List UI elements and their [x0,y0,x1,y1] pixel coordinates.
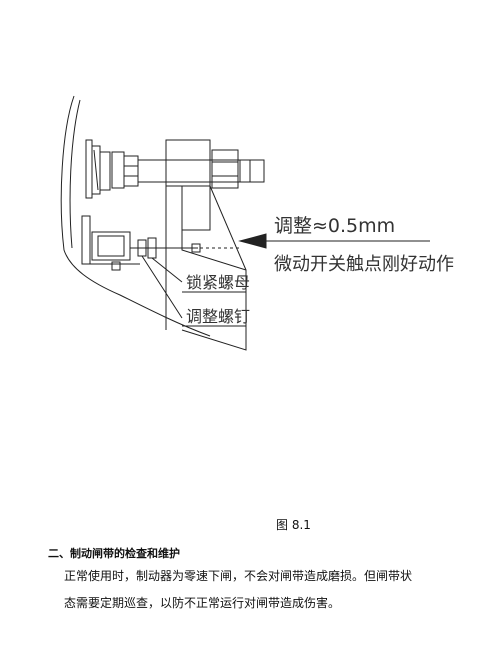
switch-mount [81,215,91,265]
paragraph-line-2: 态需要定期巡查，以防不正常运行对闸带造成伤害。 [64,596,341,610]
mechanical-drawing: 调整≈0.5mm 微动开关触点刚好动作 锁紧螺母 调整螺钉 [60,95,454,351]
housing-outline [60,95,211,337]
arrow-head [238,233,267,249]
switch-nut [111,261,121,271]
housing-inner [69,99,81,249]
arm [165,186,211,330]
label-adjust-screw: 调整螺钉 [186,307,250,326]
label-lock-nut: 锁紧螺母 [186,273,250,292]
flange-hatch [93,149,99,191]
annotation-switch: 微动开关触点刚好动作 [274,254,454,275]
shaft [137,159,265,183]
arm-edge [209,185,247,271]
annotation-adjust: 调整≈0.5mm [274,215,395,237]
paragraph-line-1: 正常使用时，制动器为零速下闸，不会对闸带造成磨损。但闸带状 [64,569,413,583]
leader-lock-nut [151,257,183,283]
flange-plate-3 [99,151,111,191]
figure-caption: 图 8.1 [276,518,311,532]
right-nut [211,149,239,189]
slider-block [165,139,211,187]
switch-body [91,231,131,261]
leader-adjust-screw [141,255,183,319]
switch-inner [97,235,125,257]
section-heading: 二、制动闸带的检查和维护 [48,547,180,560]
flange-plate [85,139,93,199]
nut-1 [111,151,125,189]
nut-2 [123,155,139,187]
